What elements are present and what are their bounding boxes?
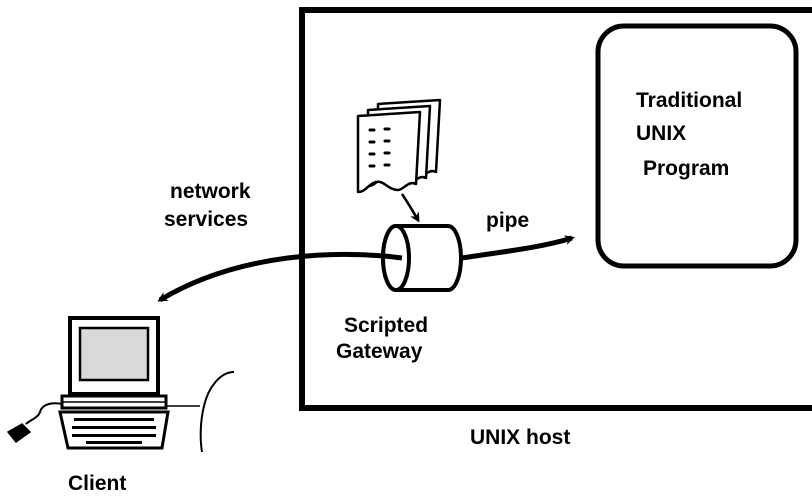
gateway-label-line-1: Scripted (344, 314, 428, 337)
program-label-line-2: UNIX (636, 122, 686, 145)
program-label-line-3: Program (643, 157, 729, 180)
network-services-arrow (157, 251, 403, 303)
pipe-label: pipe (486, 209, 529, 232)
script-document-icon (356, 98, 442, 194)
program-label-line-1: Traditional (636, 89, 742, 112)
desktop-computer-icon (6, 316, 235, 453)
program-box (595, 23, 799, 269)
gateway-label-line-2: Gateway (336, 340, 423, 363)
unix-host-box (299, 7, 812, 411)
pipe-arrow (461, 235, 575, 261)
unix-host-label: UNIX host (470, 426, 570, 449)
client-label: Client (68, 472, 126, 495)
network-label-line-2: services (164, 208, 248, 231)
network-label-line-1: network (170, 180, 251, 203)
script-to-gateway-arrow (400, 193, 420, 223)
